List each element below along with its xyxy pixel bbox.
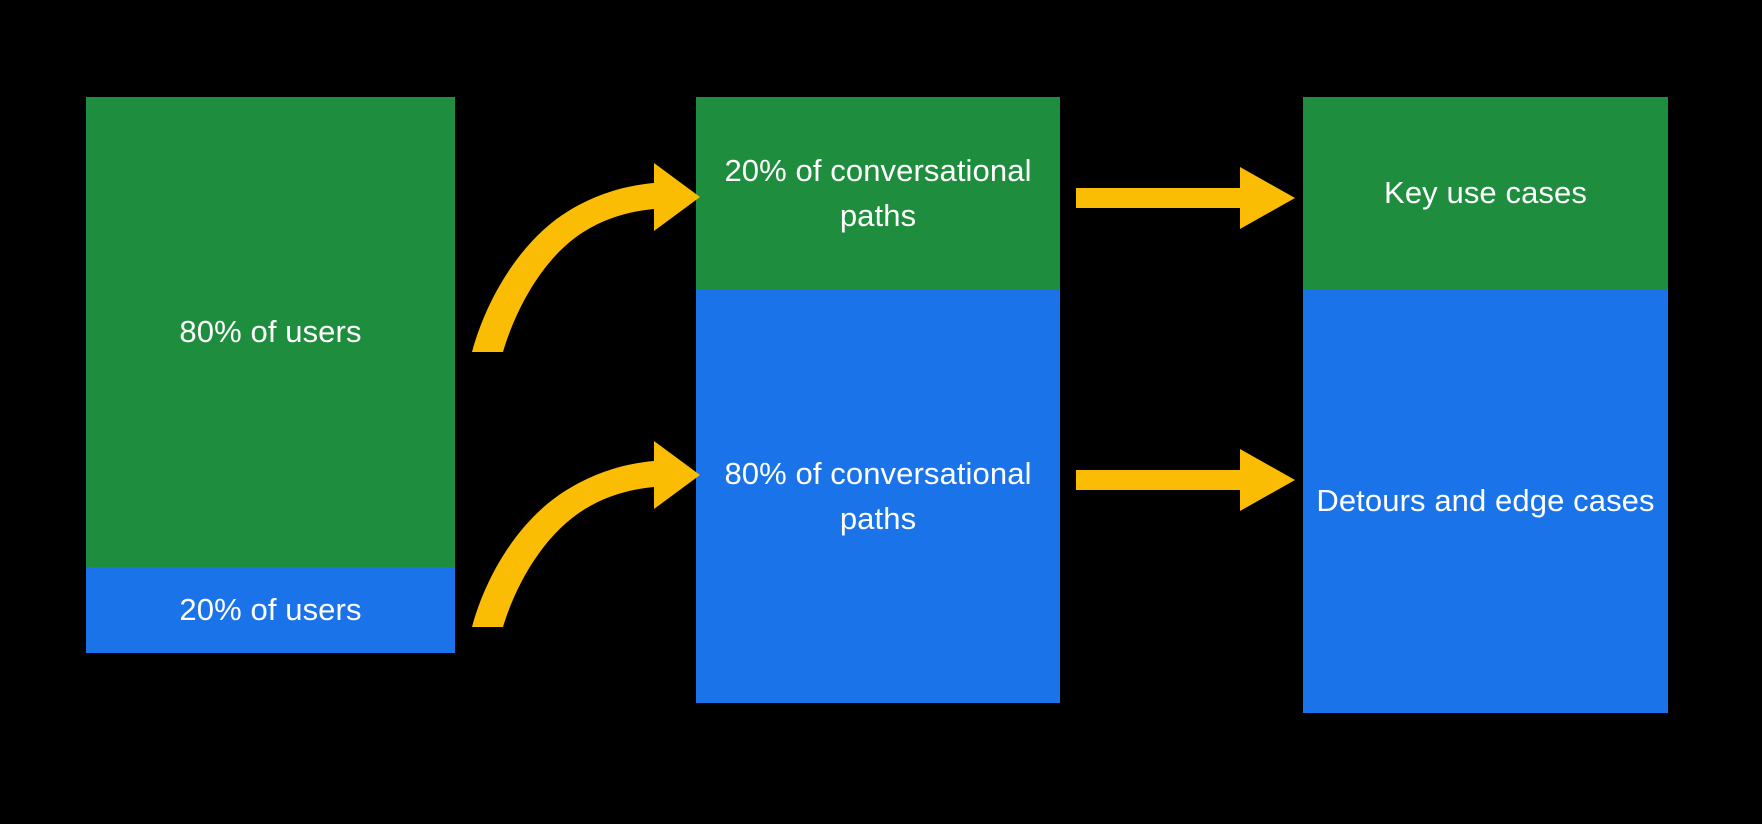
straight-arrow-right-top-icon bbox=[1076, 167, 1295, 229]
straight-arrow-right-bottom-icon bbox=[1076, 449, 1295, 511]
curved-arrow-down-icon bbox=[472, 441, 700, 627]
segment-users-majority: 80% of users bbox=[86, 97, 455, 567]
segment-label: Detours and edge cases bbox=[1316, 483, 1655, 519]
segment-paths-minority: 20% of conversational paths bbox=[696, 97, 1060, 290]
column-users: 80% of users 20% of users bbox=[86, 97, 455, 653]
segment-label: 20% of conversational paths bbox=[724, 153, 1032, 233]
column-conversational-paths: 20% of conversational paths 80% of conve… bbox=[696, 97, 1060, 703]
segment-label: Key use cases bbox=[1384, 175, 1587, 211]
segment-detours-edge-cases: Detours and edge cases bbox=[1303, 290, 1668, 713]
segment-users-minority: 20% of users bbox=[86, 567, 455, 653]
segment-label: 80% of conversational paths bbox=[724, 456, 1032, 536]
segment-label: 80% of users bbox=[179, 313, 362, 349]
segment-paths-majority: 80% of conversational paths bbox=[696, 290, 1060, 703]
curved-arrow-up-icon bbox=[472, 163, 700, 352]
segment-key-use-cases: Key use cases bbox=[1303, 97, 1668, 290]
column-use-cases: Key use cases Detours and edge cases bbox=[1303, 97, 1668, 713]
segment-label: 20% of users bbox=[179, 591, 362, 627]
